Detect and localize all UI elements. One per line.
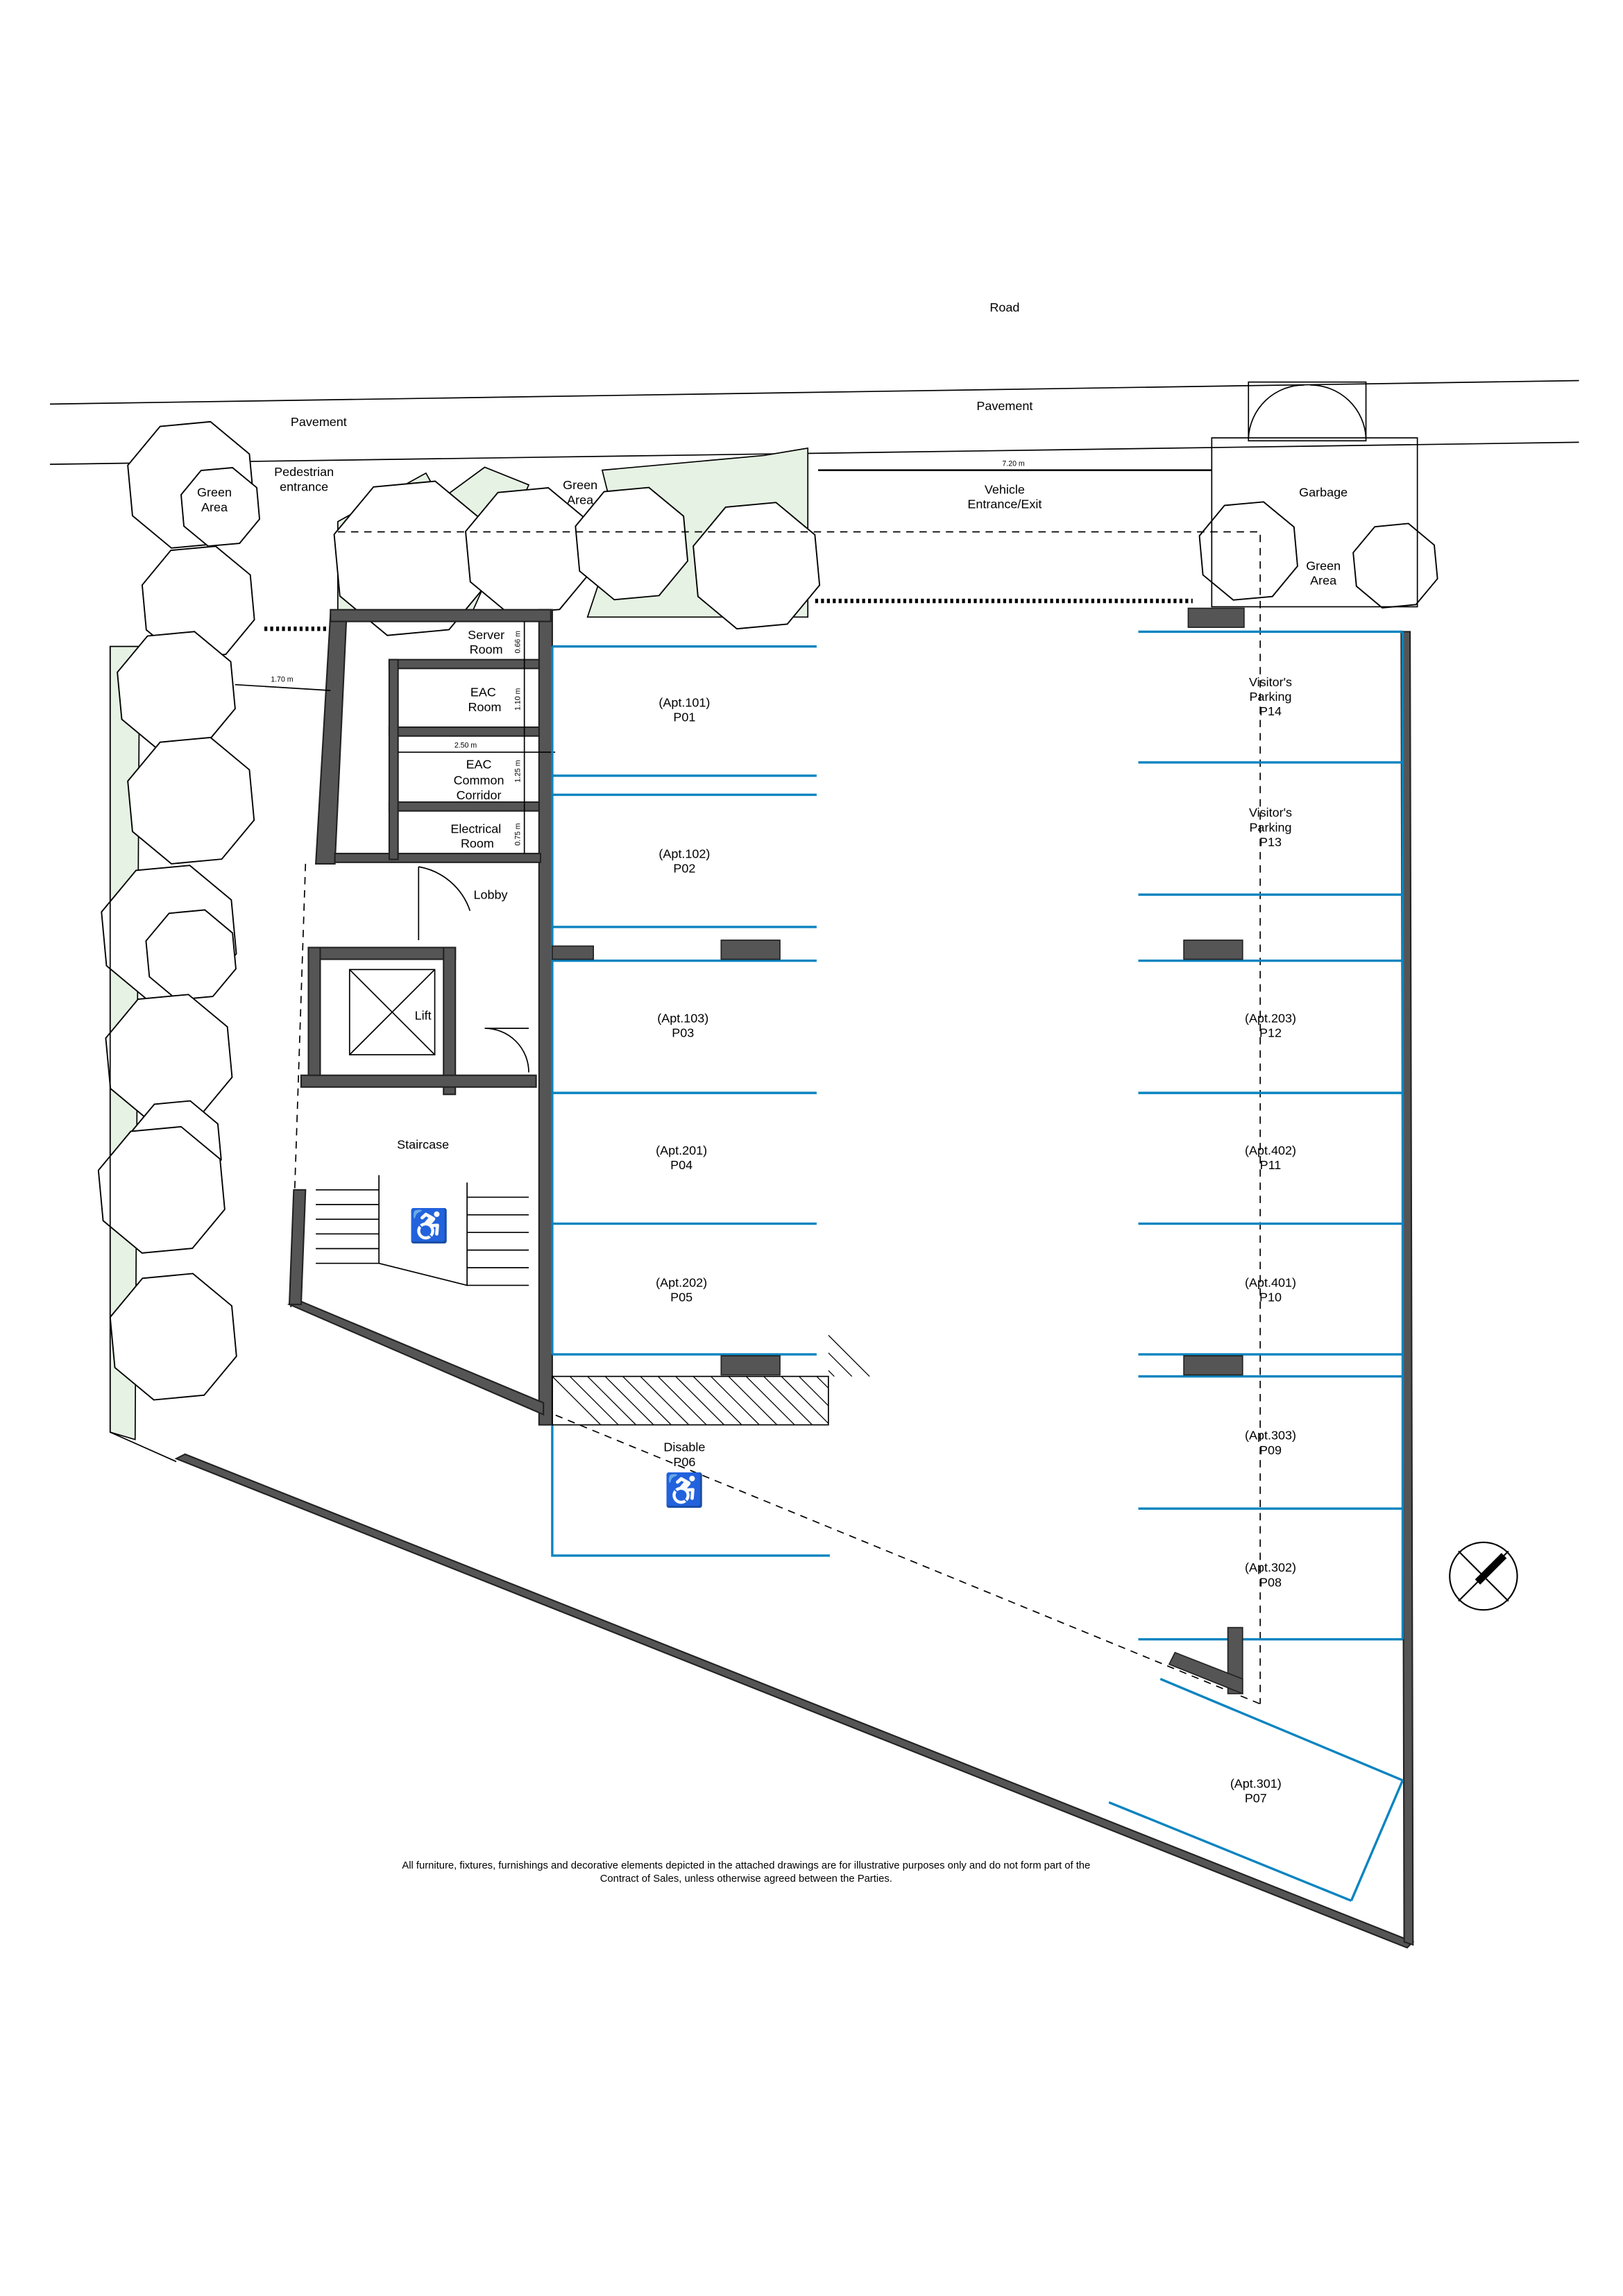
hatch-line [640,1376,690,1425]
hatch-line [587,1376,636,1425]
tree [180,467,261,547]
dimension-vehicle-entrance: 7.20 m [818,459,1212,471]
hatch-line [552,1376,602,1425]
hatch-line [781,1376,829,1424]
dimension-label: 1.10 m [513,688,522,711]
dimension-label: 0.75 m [513,823,522,846]
pavement-lines [49,380,1579,466]
staircase-label: Staircase [397,1138,449,1152]
tree [127,736,255,865]
parking-labels: (Apt.101)P01 (Apt.102)P02 (Apt.103)P03 (Apt… [656,675,1296,1805]
parking-space-P12: (Apt.203)P12 [1245,1012,1296,1040]
lift-label: Lift [415,1008,432,1022]
hatch-line [711,1376,760,1425]
dimension-label: 2.50 m [454,742,477,750]
disclaimer: All furniture, fixtures, furnishings and… [402,1860,1090,1885]
hatched-zone [552,1334,870,1426]
parking-bays [551,607,1404,1902]
wheelchair-icon: ♿ [409,1207,449,1245]
hatch-line [675,1376,725,1425]
stairs [316,1175,529,1286]
dimension-label: 7.20 m [1002,459,1025,468]
pavement-label: Pavement [976,399,1033,413]
wheelchair-icon: ♿ [664,1472,704,1509]
lobby-label: Lobby [473,888,507,902]
hatch-line [828,1334,870,1377]
core-building [287,609,553,1426]
parking-space-P07: (Apt.301)P07 [1230,1776,1282,1805]
pavement-label: Pavement [291,415,347,429]
parking-space-P03: (Apt.103)P03 [657,1012,708,1040]
hatch-line [622,1376,672,1425]
dimension-label: 1.25 m [513,760,522,783]
dimension-label: 0.66 m [513,631,522,654]
tree [333,480,489,636]
parking-space-P04: (Apt.201)P04 [656,1143,707,1172]
garbage-label: Garbage [1299,486,1348,500]
overhang-outline [337,531,1261,1704]
hatch-line [604,1376,654,1425]
hatch-line [569,1376,619,1425]
hatch-line [728,1376,778,1425]
hatch-line [657,1376,707,1425]
road-label: Road [989,300,1019,314]
garbage-gate [1211,381,1418,608]
parking-space-P10: (Apt.401)P10 [1245,1276,1296,1304]
tree [575,486,689,601]
hatch-line [816,1376,829,1389]
parking-space-P09: (Apt.303)P09 [1245,1429,1296,1457]
parking-space-P08: (Apt.302)P08 [1245,1561,1296,1589]
parking-space-P01: (Apt.101)P01 [658,695,710,724]
hatch-line [763,1376,813,1425]
tree [97,1125,226,1254]
parking-space-P11: (Apt.402)P11 [1245,1143,1296,1172]
tree [1198,501,1298,601]
dimension-label: 1.70 m [271,675,294,683]
trees [97,420,1438,1401]
hatch-line [692,1376,742,1425]
parking-space-P02: (Apt.102)P02 [658,847,710,875]
hatch-line [745,1376,795,1425]
tree [692,502,821,630]
hatch-line [828,1370,835,1377]
parking-space-P05: (Apt.202)P05 [656,1276,707,1304]
hatch-line [828,1352,853,1377]
tree [1352,522,1438,609]
tree [145,909,237,1001]
hatch-line [799,1376,829,1406]
north-arrow-icon [1449,1541,1518,1611]
boundary-walls [109,631,1415,1949]
room-dimensions: 2.50 m 0.66 m 1.10 m 1.25 m 0.75 m 1.70 … [235,621,556,854]
stair-well [378,1175,468,1286]
